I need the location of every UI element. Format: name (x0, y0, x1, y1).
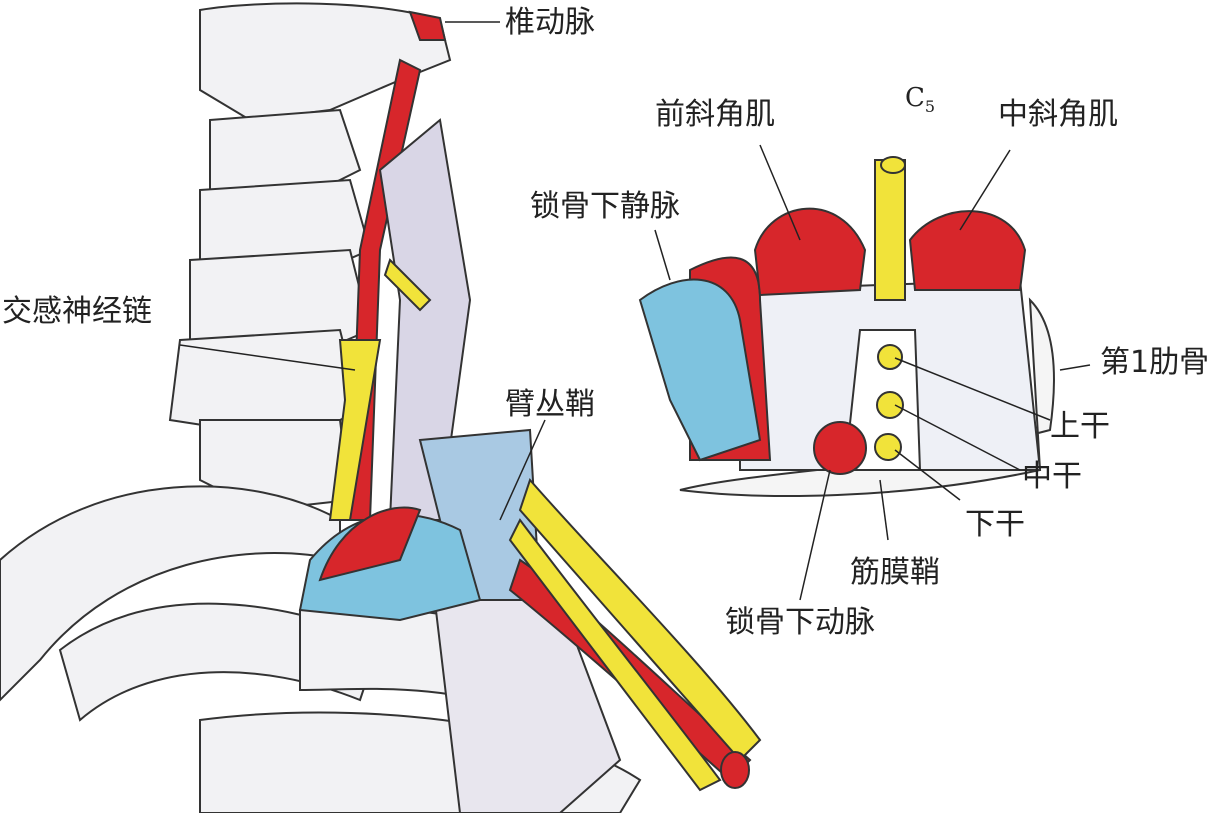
label-sympathetic-chain: 交感神经链 (2, 294, 152, 329)
cross-section-inset (638, 156, 1055, 497)
label-lower-trunk: 下干 (965, 507, 1025, 542)
label-c5: C5 (905, 85, 935, 115)
label-anterior-scalene: 前斜角肌 (655, 97, 775, 132)
leader-lines (179, 21, 1091, 601)
c5-text: C (905, 83, 925, 113)
label-subclavian-vein: 锁骨下静脉 (530, 189, 680, 224)
label-middle-scalene: 中斜角肌 (998, 97, 1118, 132)
skeleton (0, 2, 642, 813)
label-fascial-sheath: 筋膜鞘 (850, 555, 940, 590)
label-vertebral-artery: 椎动脉 (505, 5, 595, 40)
vessels-nerves-left (298, 10, 762, 792)
c5-subscript: 5 (924, 97, 936, 117)
label-first-rib: 第1肋骨 (1100, 345, 1210, 380)
label-middle-trunk: 中干 (1022, 459, 1082, 494)
label-upper-trunk: 上干 (1050, 409, 1110, 444)
label-subclavian-artery: 锁骨下动脉 (725, 605, 875, 640)
label-brachial-plexus-sheath: 臂丛鞘 (505, 387, 595, 422)
